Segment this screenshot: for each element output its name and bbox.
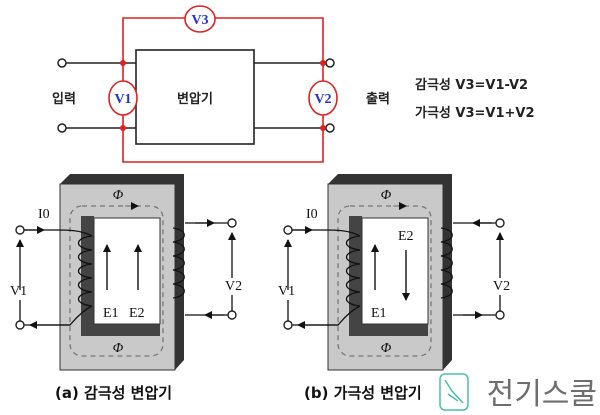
sec-arrows-b [463,219,492,319]
current-label: I0 [306,207,318,222]
transformer-box-label: 변압기 [177,92,213,107]
circuit-diagram: 변압기 V3 V1 V2 입력 출력 감극성 V3=V1-V2 가극성 V3=V… [52,5,535,163]
input-label: 입력 [52,92,76,107]
output-label: 출력 [366,91,390,107]
watermark-text: 전기스쿨 [487,377,597,412]
voltmeter-v2: V2 [308,80,338,116]
formula-additive: 가극성 V3=V1+V2 [415,106,535,121]
e1-label: E1 [371,306,387,321]
voltmeter-v1: V1 [108,80,138,116]
sec-arrows-a [195,219,224,319]
voltmeter-v1-label: V1 [114,92,131,107]
flux-top-label: Φ [113,188,124,203]
watermark: 전기스쿨 [439,373,597,412]
v2-label: V2 [225,279,242,294]
transformer-box [135,49,255,145]
core [327,174,452,371]
terminals [283,218,505,330]
primary-coil [284,226,361,329]
emf-arrows [103,244,142,290]
flux-bottom-label: Φ [113,341,124,356]
terminals [15,218,237,330]
current-label: I0 [38,207,50,222]
primary-coil [16,226,93,329]
caption-a: (a) 감극성 변압기 [55,384,172,402]
core [59,174,184,371]
circuit-wires [66,62,326,129]
transformer-b: Φ Φ I0 V1 V2 [278,174,510,402]
junction-dots [120,60,326,131]
v1-label: V1 [10,284,27,299]
flux-bottom-label: Φ [381,341,392,356]
voltmeter-v2-label: V2 [314,92,331,107]
v1-label: V1 [278,284,295,299]
circuit-logo-icon [439,373,469,411]
e2-label: E2 [398,229,414,244]
transformer-a: Φ Φ I0 V1 V2 [10,174,242,402]
flux-top-label: Φ [381,188,392,203]
voltmeter-v3-label: V3 [191,13,208,28]
e1-label: E1 [103,306,119,321]
caption-b: (b) 가극성 변압기 [304,384,422,402]
emf-arrows [371,244,410,301]
e2-label: E2 [129,306,145,321]
voltmeter-v3: V3 [184,5,216,33]
formula-subtractive: 감극성 V3=V1-V2 [415,78,528,93]
v2-label: V2 [493,279,510,294]
